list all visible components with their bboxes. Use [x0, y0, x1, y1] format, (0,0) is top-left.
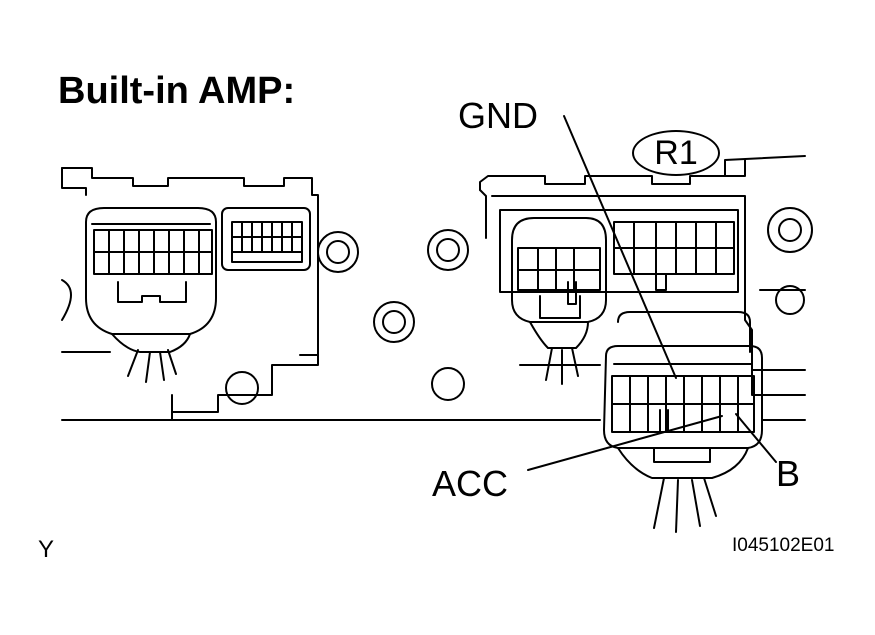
- r1-connector: [603, 311, 763, 533]
- leader-lines: [527, 115, 777, 471]
- gnd-leader: [563, 115, 677, 379]
- gnd-label: GND: [458, 95, 538, 136]
- b-leader: [735, 413, 777, 463]
- left-small-connector: [221, 207, 311, 271]
- left-connector: [85, 207, 217, 383]
- connector-r1-badge: R1: [632, 130, 720, 176]
- mounting-holes: [61, 207, 813, 405]
- upper-receptacle: [613, 221, 735, 291]
- b-label: B: [776, 453, 801, 494]
- middle-connector: [511, 217, 607, 385]
- corner-mark-left: Y: [38, 536, 55, 563]
- acc-leader: [527, 415, 723, 471]
- diagram-title: Built-in AMP:: [58, 70, 296, 112]
- amp-housing: [61, 155, 806, 421]
- figure-code: I045102E01: [732, 535, 835, 556]
- acc-label: ACC: [432, 463, 509, 504]
